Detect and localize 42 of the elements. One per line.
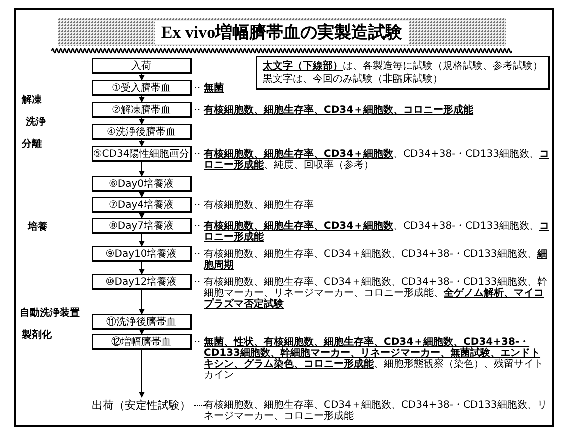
arrow [139, 329, 145, 335]
process-box: ⑨Day10培養液 [92, 246, 192, 262]
process-box: ④洗浄後臍帯血 [92, 124, 192, 140]
step-label: 製剤化 [22, 328, 52, 342]
process-box: ①受入臍帯血 [92, 80, 192, 96]
arrow [139, 234, 145, 247]
arrow [139, 140, 145, 147]
process-box: 入荷 [92, 58, 192, 74]
note-box [256, 56, 550, 90]
note-text: 黒文字は、今回のみ試験（非臨床試験） [263, 72, 443, 86]
test-items: 無菌、性状、有核細胞数、細胞生存率、CD34＋細胞数、CD34+38-・CD133細胞数、幹細胞マーカー、リネージマーカー、無菌試験、エンドトキシン、グラム染色、コロニー形成能、細胞形態観察（染色）、残留サイトカイン [204, 337, 545, 381]
step-label: 洗浄 [26, 116, 46, 129]
process-box: ⑪洗浄後臍帯血 [92, 314, 192, 330]
arrow [139, 96, 145, 103]
arrow [139, 262, 145, 275]
arrow [139, 290, 145, 315]
arrow [139, 74, 145, 81]
arrow [139, 212, 145, 219]
step-label: 培養 [28, 220, 48, 234]
process-box: ⑩Day12培養液 [92, 274, 192, 290]
process-box: ⑤CD34陽性細胞画分 [92, 146, 192, 162]
note-text: 太文字（下線部）は、各製造毎に試験（規格試験、参考試験） [263, 60, 543, 72]
test-items: 有核細胞数、細胞生存率、CD34＋細胞数、CD34+38-・CD133細胞数、幹細胞マーカー、リネージマーカー、コロニー形成能、全ゲノム解析、マイコプラズマ否定試験 [204, 277, 548, 310]
test-items: 有核細胞数、細胞生存率 [204, 200, 315, 211]
arrow [139, 350, 145, 398]
step-label: 分離 [22, 138, 42, 151]
test-items: 有核細胞数、細胞生存率、CD34＋細胞数、CD34+38-・CD133細胞数、コロニー形成能 [204, 221, 550, 243]
process-box: ⑥Day0培養液 [92, 176, 192, 192]
process-box: ②解凍臍帯血 [92, 102, 192, 118]
step-label: 自動洗浄装置 [20, 306, 80, 320]
arrow [139, 162, 145, 177]
process-box: ⑧Day7培養液 [92, 218, 192, 234]
title: Ex vivo増幅臍帯血の実製造試験 [155, 20, 409, 44]
test-items: 有核細胞数、細胞生存率、CD34＋細胞数、CD34+38-・CD133細胞数、細胞周期 [204, 249, 548, 271]
process-box: ⑫増幅臍帯血 [92, 334, 192, 350]
process-box: ⑦Day4培養液 [92, 197, 192, 213]
test-items: 有核細胞数、細胞生存率、CD34＋細胞数、コロニー形成能 [204, 105, 475, 116]
step-label: 解凍 [22, 94, 42, 107]
test-items: 無菌 [204, 83, 225, 94]
arrow [139, 118, 145, 125]
test-items: 有核細胞数、細胞生存率、CD34＋細胞数、CD34+38-・CD133細胞数、コロニー形成能、純度、回収率（参考） [204, 149, 550, 171]
arrow [139, 192, 145, 198]
